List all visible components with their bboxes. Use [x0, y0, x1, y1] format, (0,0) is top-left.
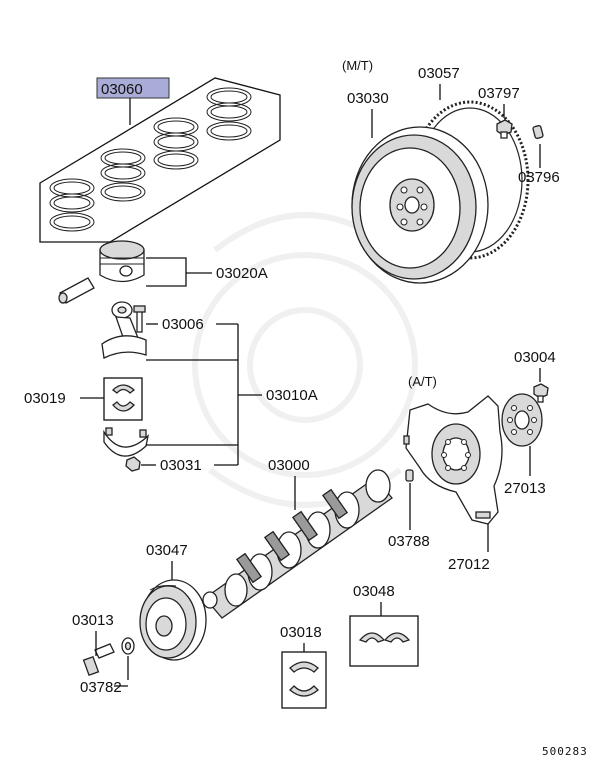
conn-rod-cap[interactable] [103, 427, 150, 457]
crankshaft[interactable] [202, 469, 393, 619]
flywheel-bolt[interactable] [496, 119, 513, 139]
pulley-bolt[interactable] [82, 643, 115, 677]
flywheel[interactable] [351, 126, 489, 284]
label-conn-rod-bolt[interactable]: 03006 [162, 316, 204, 333]
label-pulley[interactable]: 03047 [146, 542, 188, 559]
pulley-washer[interactable] [121, 637, 135, 655]
label-piston[interactable]: 03020A [216, 265, 268, 282]
label-flywheel[interactable]: 03030 [347, 90, 389, 107]
dowel-pin[interactable] [405, 469, 414, 482]
adapter-plate[interactable] [501, 393, 543, 447]
label-pulley-bolt[interactable]: 03013 [72, 612, 114, 629]
label-flywheel-pin[interactable]: 03796 [518, 169, 560, 186]
main-bearing[interactable] [281, 651, 327, 709]
label-conn-rod-nut[interactable]: 03031 [160, 457, 202, 474]
label-mt-note: (M/T) [342, 58, 373, 73]
label-pulley-washer[interactable]: 03782 [80, 679, 122, 696]
label-ring-gear[interactable]: 03057 [418, 65, 460, 82]
ring-stacks [49, 87, 252, 232]
crank-pulley[interactable] [139, 579, 207, 661]
label-piston-rings[interactable]: 03060 [101, 81, 143, 98]
piston-rings-group: 03060 [39, 77, 281, 243]
connecting-rod[interactable] [101, 301, 147, 359]
label-drive-plate[interactable]: 27012 [448, 556, 490, 573]
drive-plate[interactable] [403, 395, 503, 525]
piston[interactable] [99, 240, 145, 283]
highlight-box[interactable] [96, 77, 170, 99]
label-flywheel-bolt[interactable]: 03797 [478, 85, 520, 102]
thrust-bearing[interactable] [349, 615, 419, 667]
drive-plate-bolt[interactable] [533, 383, 549, 403]
label-drive-plate-bolt[interactable]: 03004 [514, 349, 556, 366]
label-main-bearing[interactable]: 03018 [280, 624, 322, 641]
piston-pin[interactable] [58, 277, 95, 304]
label-at-note: (A/T) [408, 374, 437, 389]
label-crankshaft[interactable]: 03000 [268, 457, 310, 474]
conn-rod-bearing[interactable] [103, 377, 143, 421]
label-thrust-bearing[interactable]: 03048 [353, 583, 395, 600]
diagram-code: 500283 [542, 745, 588, 758]
conn-rod-bolt[interactable] [133, 305, 146, 333]
label-adapter-plate[interactable]: 27013 [504, 480, 546, 497]
conn-rod-nut[interactable] [125, 456, 141, 472]
label-conn-rod-bearing[interactable]: 03019 [24, 390, 66, 407]
label-conn-rod-assy[interactable]: 03010A [266, 387, 318, 404]
label-dowel-pin[interactable]: 03788 [388, 533, 430, 550]
flywheel-pin[interactable] [532, 124, 544, 140]
